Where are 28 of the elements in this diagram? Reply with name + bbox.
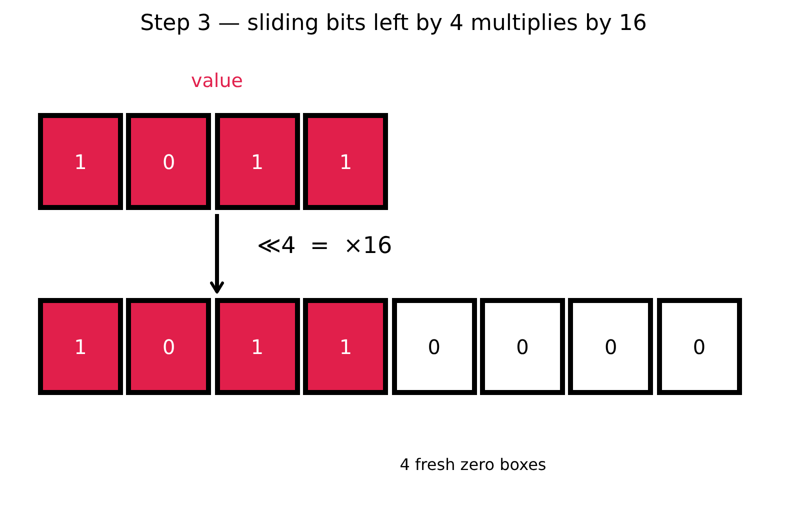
bit-digit: 1 [74, 336, 87, 356]
bit-digit: 0 [428, 336, 440, 356]
bit-digit: 0 [604, 336, 618, 356]
bit-box [38, 298, 123, 395]
bit-box [214, 113, 300, 210]
bit-box [214, 298, 300, 395]
bit-box [392, 298, 477, 395]
arrow [210, 214, 224, 294]
bit-box [126, 298, 212, 395]
bit-box [656, 298, 742, 395]
bit-digit: 0 [516, 336, 529, 356]
bit-digit: 1 [74, 152, 87, 172]
bit-digit: 1 [339, 336, 352, 356]
bit-box [480, 298, 565, 395]
bit-digit: 1 [250, 336, 264, 356]
bit-box [126, 113, 212, 210]
bit-box [303, 298, 388, 395]
bit-box [568, 298, 654, 395]
bit-digit: 0 [162, 152, 176, 172]
caption-note: 4 fresh zero boxes [400, 456, 546, 474]
bit-digit: 0 [162, 336, 176, 356]
title: Step 3 — sliding bits left by 4 multiplies by 16 [139, 11, 648, 36]
bit-digit: 0 [692, 336, 706, 356]
row-label: value [191, 71, 243, 93]
bit-digit: 1 [250, 152, 264, 172]
bit-box [38, 113, 123, 210]
bit-box [303, 113, 388, 210]
bit-digit: 1 [339, 152, 352, 172]
